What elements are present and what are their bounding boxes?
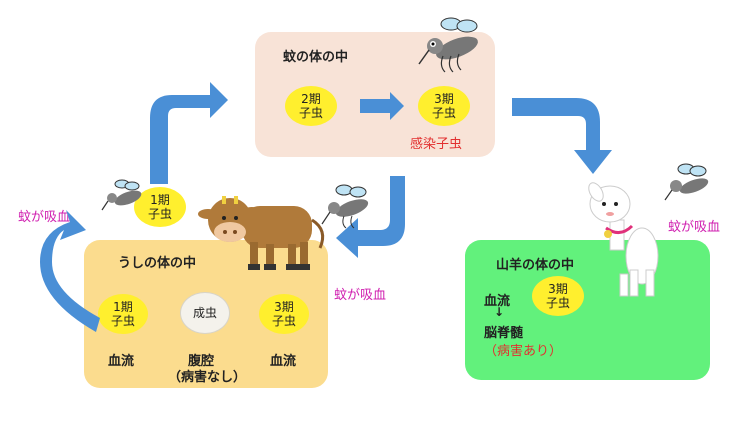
goat-illustration: [588, 182, 659, 297]
goat-bloodstream-label: 血流: [484, 294, 511, 309]
cow-stage3-larva-circle: 3期 子虫: [259, 294, 309, 334]
stage2-number: 2期: [301, 92, 321, 106]
cow-bloodstream-label-left: 血流: [108, 354, 135, 369]
abdominal-cavity-label: 腹腔: [188, 354, 215, 369]
floating-stage1-unit: 子虫: [147, 207, 172, 221]
mosquito-bite-label-right: 蚊が吸血: [668, 220, 721, 235]
goat-stage3-number: 3期: [548, 282, 568, 296]
goat-panel-title: 山羊の体の中: [496, 258, 575, 273]
mosquito-icon-right: [664, 163, 709, 201]
mosquito-stage3-number: 3期: [434, 92, 454, 106]
arrow-cow-to-mosquito: [150, 82, 228, 184]
cow-stage3-number: 3期: [274, 300, 294, 314]
mosquito-icon-left: [101, 179, 142, 211]
cow-bloodstream-label-right: 血流: [270, 354, 297, 369]
mosquito-bite-label-middle: 蚊が吸血: [334, 288, 387, 303]
goat-stage3-larva-circle: 3期 子虫: [532, 276, 584, 316]
goat-stage3-unit: 子虫: [545, 296, 570, 310]
stage2-larva-circle: 2期 子虫: [285, 86, 337, 126]
cow-panel-title: うしの体の中: [118, 256, 197, 271]
cerebrospinal-label: 脳脊髄: [484, 326, 524, 341]
mosquito-bite-label-left: 蚊が吸血: [18, 210, 71, 225]
mosquito-icon-top: [418, 17, 478, 73]
cow-stage3-unit: 子虫: [271, 314, 296, 328]
goat-down-arrow: ↓: [494, 305, 505, 319]
mosquito-icon-middle: [321, 184, 369, 229]
adult-worm-circle: 成虫: [180, 292, 230, 334]
cow-stage1-number: 1期: [113, 300, 133, 314]
stage2-unit: 子虫: [298, 106, 323, 120]
goat-body-panel: [465, 240, 710, 380]
mosquito-panel-title: 蚊の体の中: [283, 50, 349, 65]
cow-illustration: [198, 196, 325, 270]
cow-stage1-unit: 子虫: [110, 314, 135, 328]
arrow-loop-left: [40, 210, 100, 332]
arrow-mosquito-to-goat: [512, 98, 612, 174]
mosquito-stage3-unit: 子虫: [431, 106, 456, 120]
floating-stage1-larva-circle: 1期 子虫: [134, 187, 186, 227]
infective-larva-label: 感染子虫: [410, 137, 463, 152]
floating-stage1-number: 1期: [150, 193, 170, 207]
arrow-mosquito-to-cow: [336, 176, 405, 258]
no-disease-label: （病害なし）: [168, 370, 247, 385]
cow-stage1-larva-circle: 1期 子虫: [98, 294, 148, 334]
disease-present-label: （病害あり）: [484, 344, 563, 359]
adult-worm-label: 成虫: [192, 306, 217, 320]
mosquito-stage3-larva-circle: 3期 子虫: [418, 86, 470, 126]
